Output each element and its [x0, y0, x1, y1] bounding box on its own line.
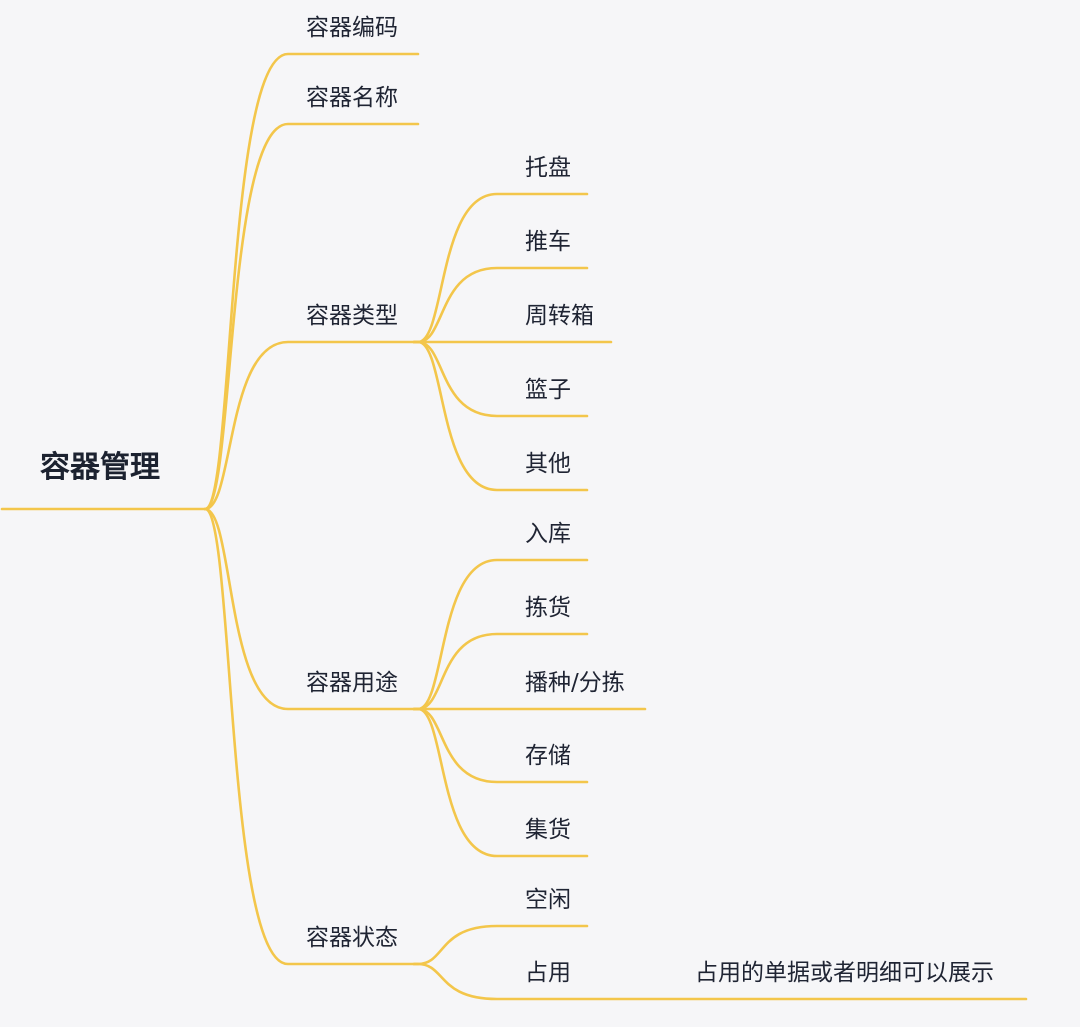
- branch-node-label: 容器名称: [306, 85, 398, 111]
- leaf-connector: [412, 192, 589, 344]
- leaf-node-label: 集货: [525, 817, 571, 843]
- leaf-node-label: 周转箱: [525, 303, 594, 329]
- branch-connector: [203, 122, 420, 511]
- leaf-node-label: 篮子: [525, 377, 571, 403]
- leaf-node-label: 存储: [525, 743, 571, 769]
- branch-node-label: 容器用途: [306, 670, 398, 696]
- leaf-node-label: 托盘: [525, 155, 571, 181]
- leaf-node-label: 入库: [525, 521, 571, 547]
- leaf-node-label: 占用: [525, 960, 571, 986]
- leaf-node-label: 推车: [525, 229, 571, 255]
- root-node-label: 容器管理: [40, 450, 160, 485]
- branch-node-label: 容器编码: [306, 15, 398, 41]
- leaf-node-label: 播种/分拣: [525, 670, 625, 696]
- leaf-node-label: 拣货: [525, 595, 571, 621]
- detail-node-label: 占用的单据或者明细可以展示: [695, 960, 994, 986]
- leaf-connector: [412, 707, 589, 858]
- leaf-node-label: 其他: [525, 451, 571, 477]
- connector-lines: [0, 52, 1028, 1001]
- branch-connector: [203, 340, 420, 511]
- branch-node-label: 容器类型: [306, 303, 398, 329]
- leaf-connector: [412, 558, 589, 711]
- leaf-connector: [412, 340, 589, 492]
- branch-connector: [203, 507, 420, 711]
- branch-node-label: 容器状态: [306, 925, 398, 951]
- branch-connector: [203, 507, 420, 966]
- leaf-node-label: 空闲: [525, 887, 571, 913]
- leaf-connector: [412, 962, 1028, 1001]
